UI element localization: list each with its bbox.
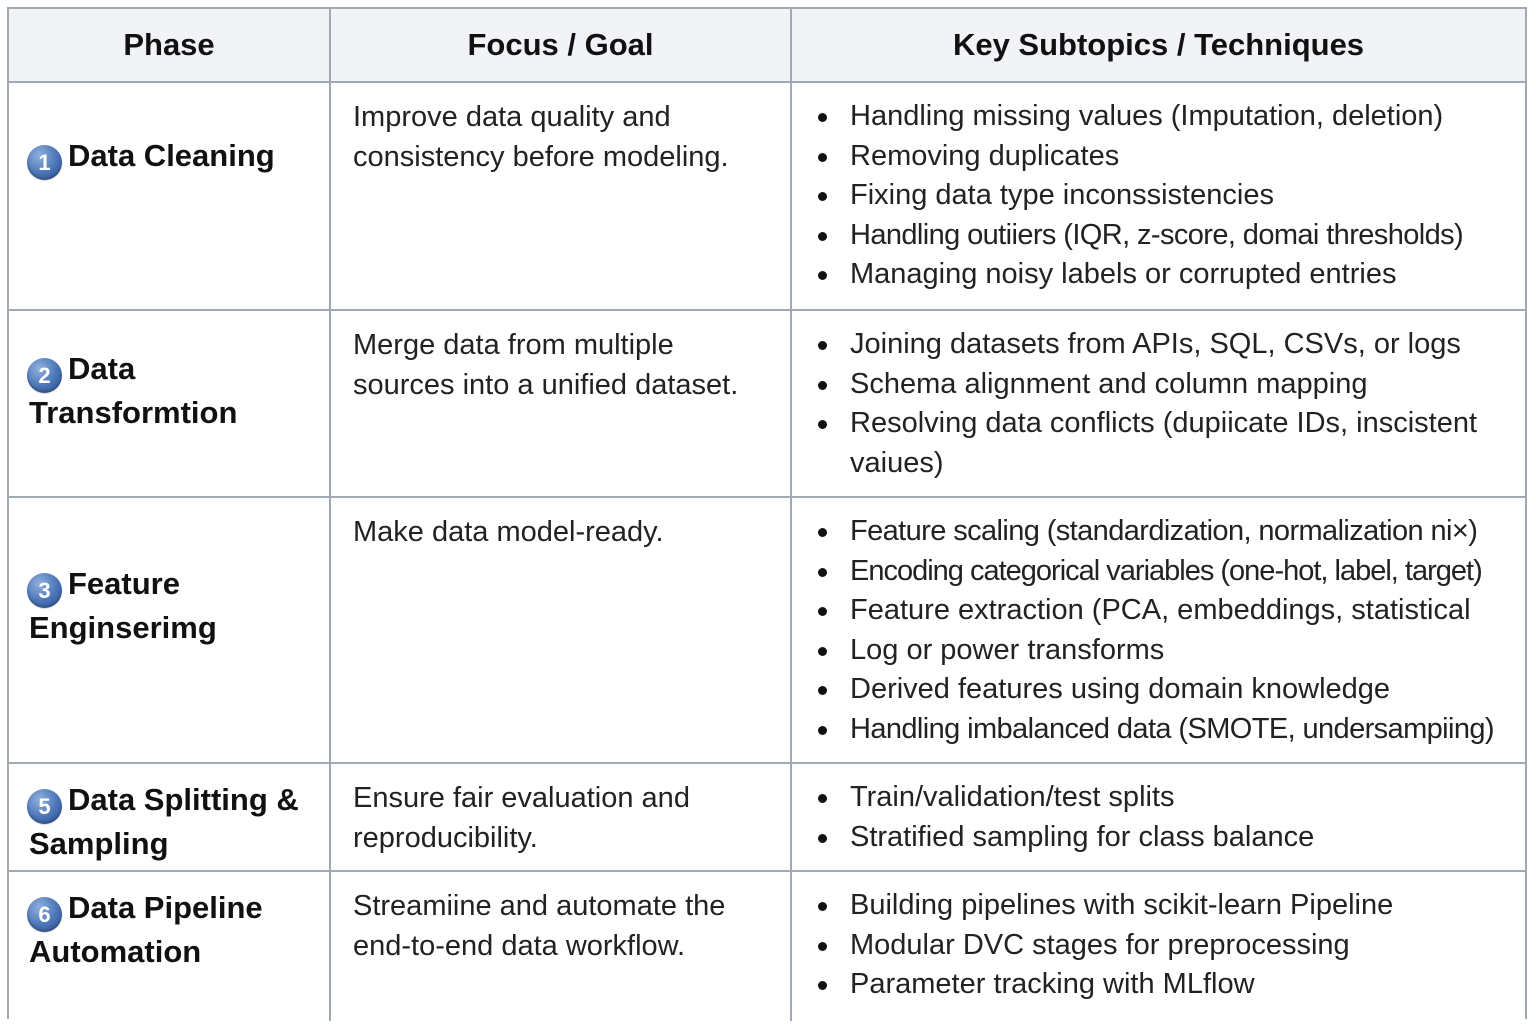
list-item: Schema alignment and column mapping <box>814 365 1515 405</box>
header-focus: Focus / Goal <box>329 9 792 83</box>
phase-title: Data Splitting & Sampling <box>29 782 299 861</box>
topics-list: Joining datasets from APIs, SQL, CSVs, o… <box>814 325 1515 483</box>
list-item: Derived features using domain knowledge <box>814 670 1515 710</box>
topics-list: Building pipelines with scikit-learn Pip… <box>814 886 1515 1005</box>
topics-cell: Handling missing values (Imputation, del… <box>790 81 1525 311</box>
header-row: Phase Focus / Goal Key Subtopics / Techn… <box>9 9 1525 83</box>
list-item: Building pipelines with scikit-learn Pip… <box>814 886 1515 926</box>
phase-title: Feature Enginserimg <box>29 566 217 645</box>
list-item: Feature extraction (PCA, embeddings, sta… <box>814 591 1515 631</box>
list-item: Removing duplicates <box>814 137 1515 177</box>
topics-list: Train/validation/test splits Stratified … <box>814 778 1515 857</box>
header-topics: Key Subtopics / Techniques <box>790 9 1525 83</box>
phase-table: Phase Focus / Goal Key Subtopics / Techn… <box>9 9 1525 1021</box>
focus-cell: Ensure fair evaluation and reproducibili… <box>329 762 792 872</box>
focus-cell: Make data model-ready. <box>329 496 792 764</box>
list-item: Feature scaling (standardization, normal… <box>814 512 1515 552</box>
focus-cell: Streamiine and automate the end-to-end d… <box>329 870 792 1021</box>
list-item: Parameter tracking with MLflow <box>814 965 1515 1005</box>
phase-title: Data Cleaning <box>68 138 275 173</box>
topics-list: Feature scaling (standardization, normal… <box>814 512 1515 749</box>
topics-cell: Feature scaling (standardization, normal… <box>790 496 1525 764</box>
topics-cell: Joining datasets from APIs, SQL, CSVs, o… <box>790 309 1525 498</box>
number-badge-icon: 5 <box>27 789 62 824</box>
list-item: Handling missing values (Imputation, del… <box>814 97 1515 137</box>
number-badge-icon: 2 <box>27 357 62 393</box>
topics-list: Handling missing values (Imputation, del… <box>814 97 1515 295</box>
focus-cell: Improve data quality and consistency bef… <box>329 81 792 311</box>
phase-title: Data Transformtion <box>29 350 238 430</box>
list-item: Handling outiiers (IQR, z-score, domai t… <box>814 216 1515 256</box>
list-item: Resolving data conflicts (dupiicate IDs,… <box>814 404 1515 483</box>
focus-cell: Merge data from multiple sources into a … <box>329 309 792 498</box>
list-item: Fixing data type inconssistencies <box>814 176 1515 216</box>
topics-cell: Train/validation/test splits Stratified … <box>790 762 1525 872</box>
list-item: Managing noisy labels or corrupted entri… <box>814 255 1515 295</box>
number-badge-icon: 6 <box>27 897 62 932</box>
list-item: Modular DVC stages for preprocessing <box>814 926 1515 966</box>
list-item: Stratified sampling for class balance <box>814 818 1515 858</box>
list-item: Log or power transforms <box>814 631 1515 671</box>
list-item: Handling imbalanced data (SMOTE, undersa… <box>814 710 1515 750</box>
list-item: Joining datasets from APIs, SQL, CSVs, o… <box>814 325 1515 365</box>
phase-title: Data Pipeline Automation <box>29 890 263 969</box>
topics-cell: Building pipelines with scikit-learn Pip… <box>790 870 1525 1021</box>
data-preprocessing-table: Phase Focus / Goal Key Subtopics / Techn… <box>7 7 1527 1021</box>
list-item: Encoding categorical variables (one-hot,… <box>814 552 1515 592</box>
list-item: Train/validation/test splits <box>814 778 1515 818</box>
header-phase: Phase <box>9 9 331 83</box>
number-badge-icon: 1 <box>27 145 62 180</box>
number-badge-icon: 3 <box>27 573 62 608</box>
